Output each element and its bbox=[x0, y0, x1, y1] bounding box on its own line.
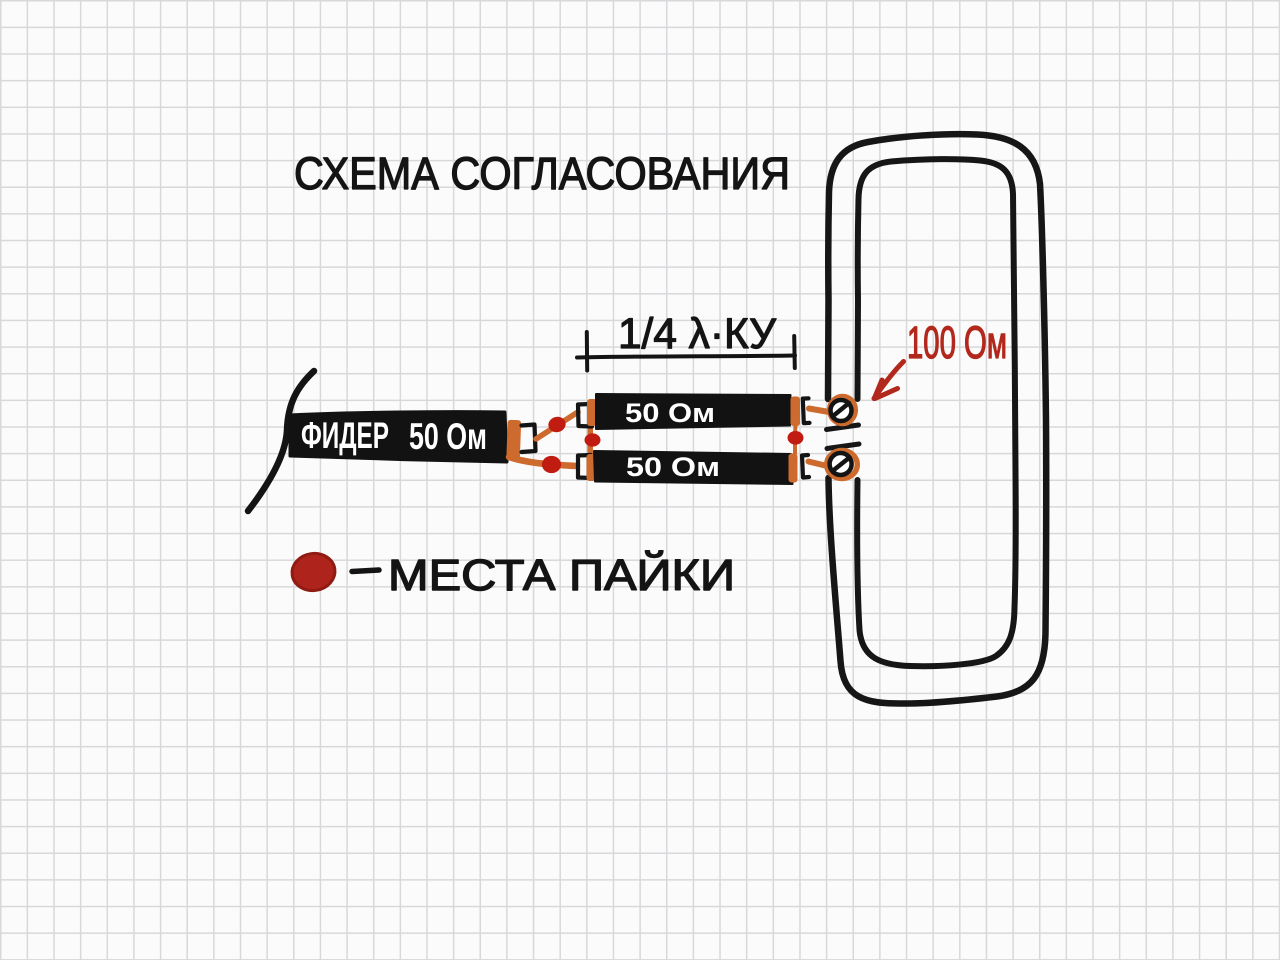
svg-text:50 Ом: 50 Ом bbox=[626, 452, 720, 482]
svg-text:1/4 λ·КУ: 1/4 λ·КУ bbox=[618, 310, 777, 358]
svg-text:50 Ом: 50 Ом bbox=[625, 398, 715, 428]
svg-text:ФИДЕР: ФИДЕР bbox=[301, 415, 389, 456]
svg-text:50 Ом: 50 Ом bbox=[409, 416, 487, 457]
svg-text:100 Ом: 100 Ом bbox=[907, 317, 1007, 368]
svg-text:МЕСТА ПАЙКИ: МЕСТА ПАЙКИ bbox=[388, 549, 735, 600]
svg-text:СХЕМА СОГЛАСОВАНИЯ: СХЕМА СОГЛАСОВАНИЯ bbox=[294, 148, 790, 199]
